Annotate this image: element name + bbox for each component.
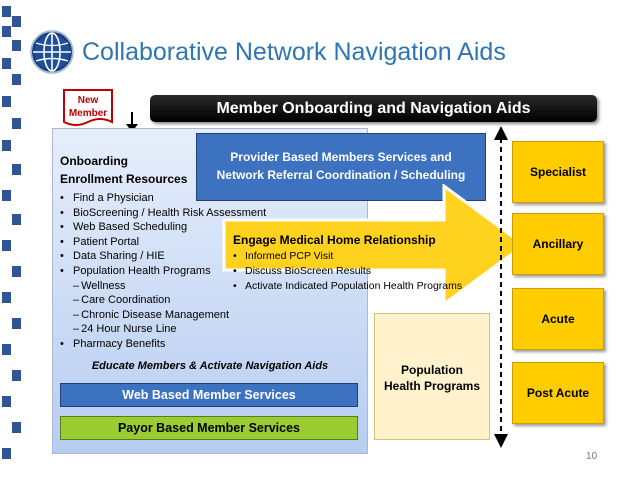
onboarding-title: Onboarding Enrollment Resources [60, 154, 188, 186]
list-item: Web Based Scheduling [60, 220, 266, 235]
engage-title: Engage Medical Home Relationship [233, 233, 436, 247]
sub-list-item: Wellness [60, 279, 266, 294]
new-member-flag-icon [63, 89, 113, 126]
list-item: Activate Indicated Population Health Pro… [233, 279, 462, 294]
onboarding-banner: Member Onboarding and Navigation Aids [150, 95, 597, 122]
engage-list: Informed PCP Visit Discuss BioScreen Res… [233, 249, 462, 294]
list-item: BioScreening / Health Risk Assessment [60, 206, 266, 221]
list-item: Find a Physician [60, 191, 266, 206]
care-level-post-acute: Post Acute [512, 362, 604, 424]
list-item: Informed PCP Visit [233, 249, 462, 264]
population-health-label: Population Health Programs [383, 363, 481, 393]
care-level-acute: Acute [512, 288, 604, 350]
new-member-label: New Member [68, 95, 108, 119]
list-item: Patient Portal [60, 235, 266, 250]
enrollment-resources-list: Find a Physician BioScreening / Health R… [60, 191, 266, 352]
educate-caption: Educate Members & Activate Navigation Ai… [91, 360, 329, 372]
list-item: Pharmacy Benefits [60, 337, 266, 352]
care-level-specialist: Specialist [512, 141, 604, 203]
page-number: 10 [586, 451, 598, 462]
payor-member-services-box: Payor Based Member Services [60, 416, 358, 440]
population-health-box [374, 313, 490, 440]
provider-services-box: Provider Based Members Services and Netw… [196, 133, 486, 201]
list-item: Population Health Programs [60, 264, 266, 279]
dashed-double-arrow-icon [494, 126, 508, 448]
list-item: Discuss BioScreen Results [233, 264, 462, 279]
sub-list-item: 24 Hour Nurse Line [60, 322, 266, 337]
care-level-ancillary: Ancillary [512, 213, 604, 275]
sub-list-item: Chronic Disease Management [60, 308, 266, 323]
slide-title: Collaborative Network Navigation Aids [82, 38, 506, 66]
list-item: Data Sharing / HIE [60, 249, 266, 264]
web-member-services-box: Web Based Member Services [60, 383, 358, 407]
globe-logo-icon [30, 30, 74, 74]
decorative-strip [0, 0, 22, 478]
sub-list-item: Care Coordination [60, 293, 266, 308]
